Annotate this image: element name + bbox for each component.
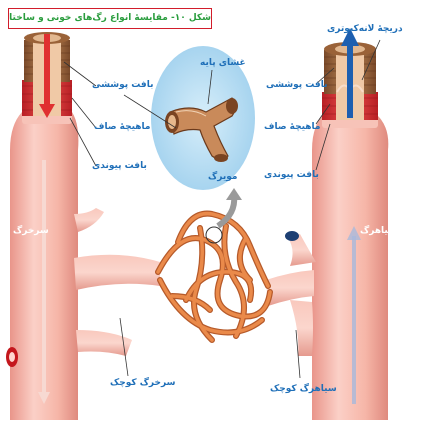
capillary-label: مویرگ [208, 172, 237, 183]
right-connective-label: بافت پیوندی [264, 170, 319, 181]
capillary-inset [151, 46, 255, 226]
one-way-valve-label: دریچهٔ لانه‌کبوتری [327, 24, 403, 35]
artery-label: سرخرگ [13, 226, 49, 237]
left-connective-label: بافت پیوندی [92, 161, 147, 172]
venule-label: سیاهرگ کوچک [270, 384, 337, 395]
right-muscle-label: ماهیچهٔ صاف [264, 122, 320, 133]
figure-title: شکل ۱۰- مقایسهٔ انواع رگ‌های خونی و ساخت… [8, 8, 212, 29]
left-outer-label: بافت پوششی [92, 80, 153, 91]
left-muscle-label: ماهیچهٔ صاف [94, 122, 150, 133]
right-outer-label: بافت پوششی [266, 80, 327, 91]
capillary-network [158, 214, 270, 340]
arteriole-label: سرخرگ کوچک [110, 378, 175, 389]
capillary-membrane-label: غشای پایه [200, 58, 246, 69]
vein-label: سیاهرگ [360, 226, 397, 237]
